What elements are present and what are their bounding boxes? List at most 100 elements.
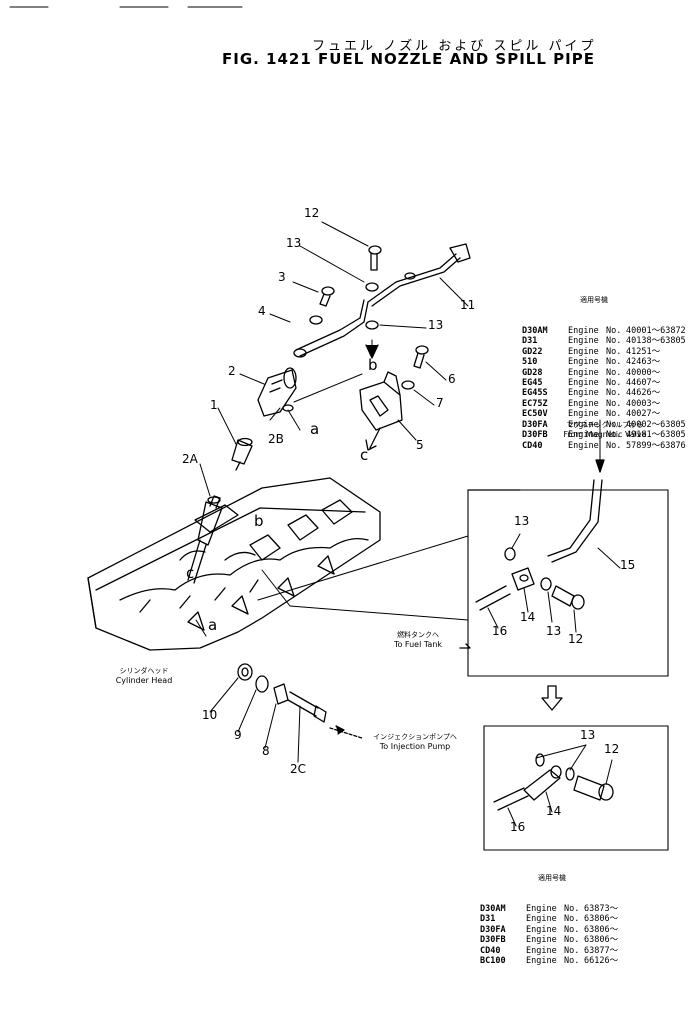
serial-range-cell: 40138～63805 xyxy=(626,336,686,347)
model-cell: CD40 xyxy=(522,440,543,451)
flow-arrows xyxy=(329,344,605,739)
washer-13-detail1 xyxy=(504,547,516,561)
cylinder-head-label: シリンダヘッド Cylinder Head xyxy=(104,666,184,686)
hose-16-detail1 xyxy=(475,585,511,611)
cylinder-head-drawing xyxy=(87,477,381,651)
callout-2A: 2A xyxy=(182,452,198,466)
model-cell: D30AM xyxy=(522,326,548,337)
bolt-12-top xyxy=(368,245,382,271)
bolt-12-detail1 xyxy=(551,585,585,610)
model-cell: EG45 xyxy=(522,378,543,389)
model-cell: D30FB xyxy=(522,430,548,441)
engine-cell: Engine xyxy=(526,956,557,967)
no-cell: No. xyxy=(606,409,622,420)
no-cell: No. xyxy=(606,367,622,378)
table-header: 適用号機 xyxy=(538,873,566,882)
from-magnetic-valve-label: マグネチックバルブから From Magnetic Valve xyxy=(540,420,670,440)
callout-9: 9 xyxy=(234,728,242,742)
label-en: From Magnetic Valve xyxy=(563,430,647,439)
engine-cell: Engine xyxy=(568,378,599,389)
model-cell: D30FA xyxy=(480,924,506,935)
washers-13-detail2 xyxy=(535,753,575,781)
hose-2C xyxy=(287,691,327,723)
engine-cell: Engine xyxy=(526,935,557,946)
callout-16: 16 xyxy=(510,820,526,834)
clamp-bracket-5 xyxy=(359,371,403,431)
washer-9 xyxy=(255,675,269,693)
engine-cell: Engine xyxy=(568,419,599,430)
serial-range-cell: 63806～ xyxy=(584,914,619,925)
no-cell: No. xyxy=(564,914,580,925)
label-en: To Injection Pump xyxy=(379,742,451,751)
reference-a: a xyxy=(310,420,320,438)
washer-13-lower xyxy=(365,320,379,330)
nut-8 xyxy=(273,683,289,705)
callout-5: 5 xyxy=(416,438,424,452)
callout-14: 14 xyxy=(546,804,562,818)
callout-12: 12 xyxy=(568,632,584,646)
model-cell: CD40 xyxy=(480,945,501,956)
detail-box-1 xyxy=(467,489,669,677)
callout-11: 11 xyxy=(460,298,476,312)
callout-15: 15 xyxy=(620,558,636,572)
callout-4: 4 xyxy=(258,304,266,318)
label-en: Cylinder Head xyxy=(115,676,173,685)
no-cell: No. xyxy=(564,956,580,967)
joint-14-detail2 xyxy=(523,765,562,801)
serial-range-cell: 40001～63872 xyxy=(626,326,686,337)
bolt-6 xyxy=(413,345,429,369)
no-cell: No. xyxy=(606,419,622,430)
serial-range-cell: 44607～ xyxy=(626,378,661,389)
title-japanese: フュエル ノズル および スピル パイプ xyxy=(312,39,597,54)
callout-13: 13 xyxy=(514,514,530,528)
callout-13: 13 xyxy=(286,236,302,250)
hose-16-detail2 xyxy=(493,787,529,811)
model-cell: EG45S xyxy=(522,388,548,399)
reference-b: b xyxy=(254,512,264,530)
engine-cell: Engine xyxy=(526,924,557,935)
no-cell: No. xyxy=(606,357,622,368)
engine-cell: Engine xyxy=(568,357,599,368)
callout-14: 14 xyxy=(520,610,536,624)
engine-cell: Engine xyxy=(568,346,599,357)
engine-cell: Engine xyxy=(526,945,557,956)
spill-pipe-11 xyxy=(367,243,471,307)
serial-range-cell: 63806～ xyxy=(584,935,619,946)
model-cell: EC75Z xyxy=(522,398,548,409)
no-cell: No. xyxy=(606,440,622,451)
no-cell: No. xyxy=(606,388,622,399)
model-cell: D30FA xyxy=(522,419,548,430)
callout-13: 13 xyxy=(428,318,444,332)
model-cell: D30AM xyxy=(480,904,506,915)
callout-2: 2 xyxy=(228,364,236,378)
to-injection-pump-label: インジェクションポンプへ To Injection Pump xyxy=(360,732,470,752)
engine-cell: Engine xyxy=(526,904,557,915)
label-jp: 燃料タンクへ xyxy=(397,631,439,639)
model-cell: GD28 xyxy=(522,367,543,378)
no-cell: No. xyxy=(564,945,580,956)
callout-13: 13 xyxy=(546,624,562,638)
serial-range-cell: 66126～ xyxy=(584,956,619,967)
engine-cell: Engine xyxy=(568,388,599,399)
table-row: BC100 Engine No. 66126～ xyxy=(480,956,618,966)
figure-title: FIG. 1421 FUEL NOZZLE AND SPILL PIPE xyxy=(222,50,595,68)
model-cell: BC100 xyxy=(480,956,506,967)
callout-12: 12 xyxy=(304,206,320,220)
nozzle-1 xyxy=(231,437,253,471)
callout-16: 16 xyxy=(492,624,508,638)
no-cell: No. xyxy=(606,430,622,441)
